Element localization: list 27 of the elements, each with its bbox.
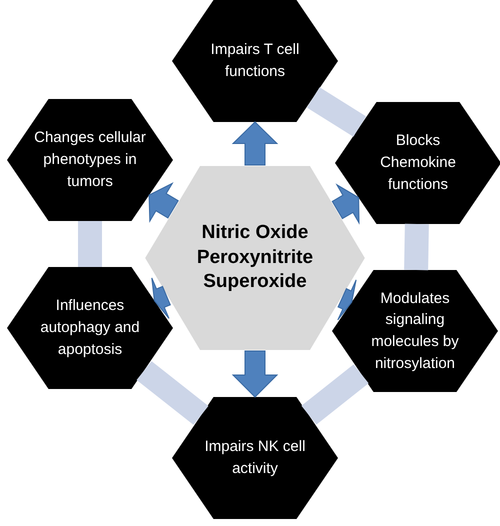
hexagon (7, 99, 173, 221)
effect-text: Impairs NK cell activity (204, 437, 306, 479)
compound-name: Nitric Oxide (202, 220, 308, 245)
hexagon (332, 270, 498, 392)
effect-text: Blocks Chemokine functions (379, 131, 457, 195)
block-arrow (337, 279, 357, 320)
connector-band (306, 87, 366, 137)
connector-band (78, 221, 102, 267)
block-arrow (332, 183, 360, 225)
connector-band (301, 364, 369, 425)
compound-name: Superoxide (203, 270, 307, 294)
connector-band (404, 224, 429, 270)
effect-text: Influences autophagy and apoptosis (39, 296, 141, 360)
effect-text: Changes cellular phenotypes in tumors (33, 128, 147, 192)
connector-band (136, 361, 208, 425)
effect-text: Impairs T cell functions (210, 40, 300, 82)
block-arrow (232, 121, 278, 166)
block-arrow (151, 277, 171, 319)
block-arrow (148, 182, 179, 223)
hexagon (335, 102, 500, 224)
central-hexagon (144, 165, 366, 351)
block-arrow (232, 350, 278, 398)
hexagon (7, 267, 173, 389)
compound-name: Peroxynitrite (196, 246, 314, 270)
hexagon (172, 0, 338, 122)
hexagon (172, 397, 338, 519)
effect-text: Modulates signaling molecules by nitrosylation (370, 288, 460, 374)
